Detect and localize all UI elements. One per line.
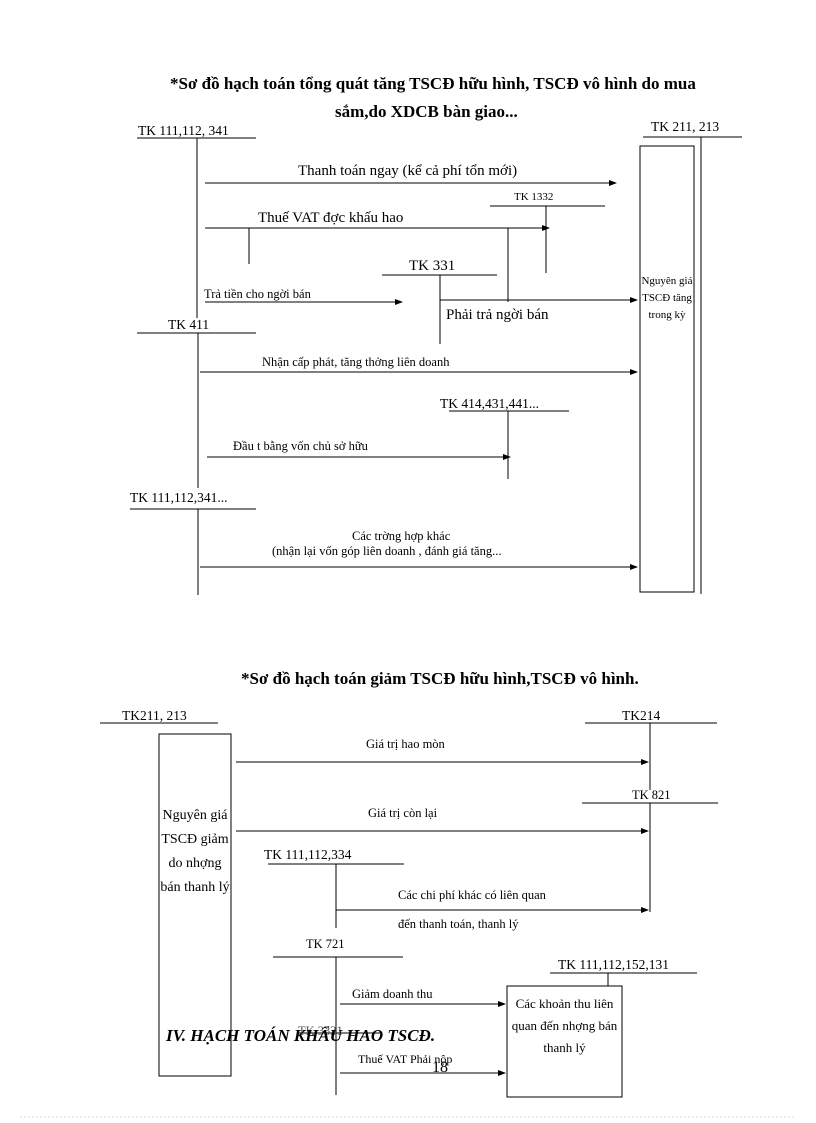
label-cac-truong-2: (nhận lại vốn góp liên doanh , đánh giá … <box>272 544 502 558</box>
label-tra-tien: Trả tiền cho ngời bán <box>204 287 311 301</box>
box-cac-khoan-thu: Các khoản thu liên quan đến nhợng bán th… <box>511 996 618 1055</box>
account-tk111-112-152-131: TK 111,112,152,131 <box>558 957 669 972</box>
section-heading: IV. HẠCH TOÁN KHẤU HAO TSCĐ. <box>166 1026 436 1045</box>
label-chi-phi-2: đến thanh toán, thanh lý <box>398 917 519 931</box>
account-tk411: TK 411 <box>168 317 210 332</box>
account-tk214: TK214 <box>622 708 661 723</box>
label-thue-vat: Thuế VAT đợc khấu hao <box>258 210 404 226</box>
diagram1-title-line2: sắm,do XDCB bàn giao... <box>335 102 518 121</box>
box-nguyen-gia-giam: Nguyên giá TSCĐ giảm do nhợng bán thanh … <box>160 808 230 895</box>
box-nguyen-gia-tang: Nguyên giá TSCĐ tăng trong kỳ <box>641 275 693 321</box>
page-number: 18 <box>432 1059 448 1076</box>
account-tk111b: TK 111,112,341... <box>130 490 228 505</box>
account-tk331: TK 331 <box>409 258 456 274</box>
label-thue-vat-phai-nop: Thuế VAT Phải nộp <box>358 1052 453 1066</box>
label-chi-phi-1: Các chi phí khác có liên quan <box>398 888 546 902</box>
label-phai-tra: Phải trả ngời bán <box>446 307 549 323</box>
account-tk111-112-334: TK 111,112,334 <box>264 847 352 862</box>
label-dau-tu: Đầu t bằng vốn chủ sở hữu <box>233 439 368 453</box>
account-tk3331: TK 3331 <box>298 1024 343 1038</box>
diagram2-title: *Sơ đồ hạch toán giảm TSCĐ hữu hình,TSCĐ… <box>241 669 639 688</box>
account-tk211: TK 211, 213 <box>651 119 720 134</box>
account-tk721: TK 721 <box>306 937 345 951</box>
account-tk211-213: TK211, 213 <box>122 708 187 723</box>
label-hao-mon: Giá trị hao mòn <box>366 737 445 751</box>
label-nhan-cap: Nhận cấp phát, tăng thởng liên doanh <box>262 355 450 369</box>
label-con-lai: Giá trị còn lại <box>368 806 438 820</box>
account-tk821: TK 821 <box>632 788 671 802</box>
diagram1-title-line1: *Sơ đồ hạch toán tổng quát tăng TSCĐ hữu… <box>170 74 696 93</box>
label-thanh-toan: Thanh toán ngay (kể cả phí tổn mới) <box>298 163 518 179</box>
account-tk111: TK 111,112, 341 <box>138 123 229 138</box>
label-giam-doanh-thu: Giảm doanh thu <box>352 987 433 1001</box>
label-cac-truong-1: Các trờng hợp khác <box>352 529 451 543</box>
account-tk414: TK 414,431,441... <box>440 396 539 411</box>
account-tk1332: TK 1332 <box>514 191 554 203</box>
